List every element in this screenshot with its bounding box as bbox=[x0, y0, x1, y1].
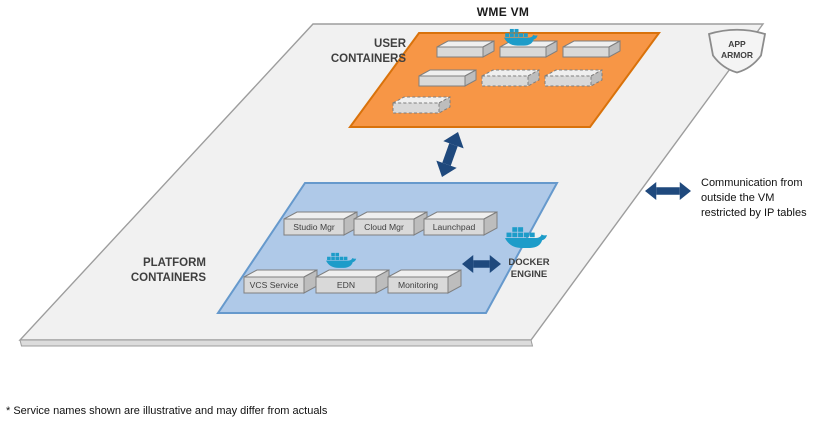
platform-containers-label-line2: CONTAINERS bbox=[130, 272, 206, 284]
service-box: Launchpad bbox=[423, 211, 498, 236]
outside-communication-note-line3: restricted by IP tables bbox=[701, 207, 807, 219]
container-box bbox=[436, 40, 495, 58]
service-box-label: Studio Mgr bbox=[293, 222, 335, 232]
app-armor-label-line1: APP bbox=[728, 39, 746, 49]
docker-whale-icon bbox=[326, 252, 357, 268]
outside-communication-note-line1: Communication from bbox=[701, 177, 803, 189]
user-containers-label-line1: USER bbox=[374, 38, 406, 50]
app-armor-label-line2: ARMOR bbox=[720, 49, 754, 60]
service-box: Cloud Mgr bbox=[353, 211, 428, 236]
container-box bbox=[481, 69, 540, 87]
container-box bbox=[544, 69, 603, 87]
app-armor-label: APP ARMOR bbox=[707, 39, 767, 60]
service-box-label: Cloud Mgr bbox=[364, 222, 404, 232]
service-box: Studio Mgr bbox=[283, 211, 358, 236]
docker-engine-label-line1: DOCKER bbox=[508, 257, 550, 268]
docker-whale-icon bbox=[505, 227, 547, 248]
user-platform-arrow bbox=[436, 132, 464, 177]
docker-engine-label-line2: ENGINE bbox=[510, 269, 548, 280]
service-box-label: Launchpad bbox=[433, 222, 476, 232]
outside-communication-note: Communication from outside the VM restri… bbox=[701, 176, 819, 221]
platform-docker-arrow bbox=[462, 255, 501, 273]
vm-plane-edge bbox=[19, 339, 534, 347]
outside-communication-note-line2: outside the VM bbox=[701, 192, 775, 204]
service-box-label: EDN bbox=[337, 280, 355, 290]
service-box: Monitoring bbox=[387, 269, 462, 294]
diagram-title: WME VM bbox=[476, 5, 530, 19]
container-box bbox=[392, 96, 451, 114]
platform-containers-label-line1: PLATFORM bbox=[142, 257, 206, 269]
docker-engine-label: DOCKER ENGINE bbox=[492, 257, 566, 281]
platform-containers-label: PLATFORM CONTAINERS bbox=[96, 256, 206, 286]
service-box: EDN bbox=[315, 269, 390, 294]
docker-whale-icon bbox=[504, 28, 538, 46]
user-containers-label-line2: CONTAINERS bbox=[330, 53, 406, 65]
user-containers-label: USER CONTAINERS bbox=[296, 37, 406, 67]
container-box bbox=[418, 69, 477, 87]
service-box-label: Monitoring bbox=[398, 280, 438, 290]
footnote: * Service names shown are illustrative a… bbox=[6, 405, 328, 417]
service-box-label: VCS Service bbox=[250, 280, 299, 290]
outside-comm-arrow bbox=[645, 182, 691, 200]
service-box: VCS Service bbox=[243, 269, 318, 294]
container-box bbox=[562, 40, 621, 58]
app-armor-shield bbox=[707, 28, 767, 74]
